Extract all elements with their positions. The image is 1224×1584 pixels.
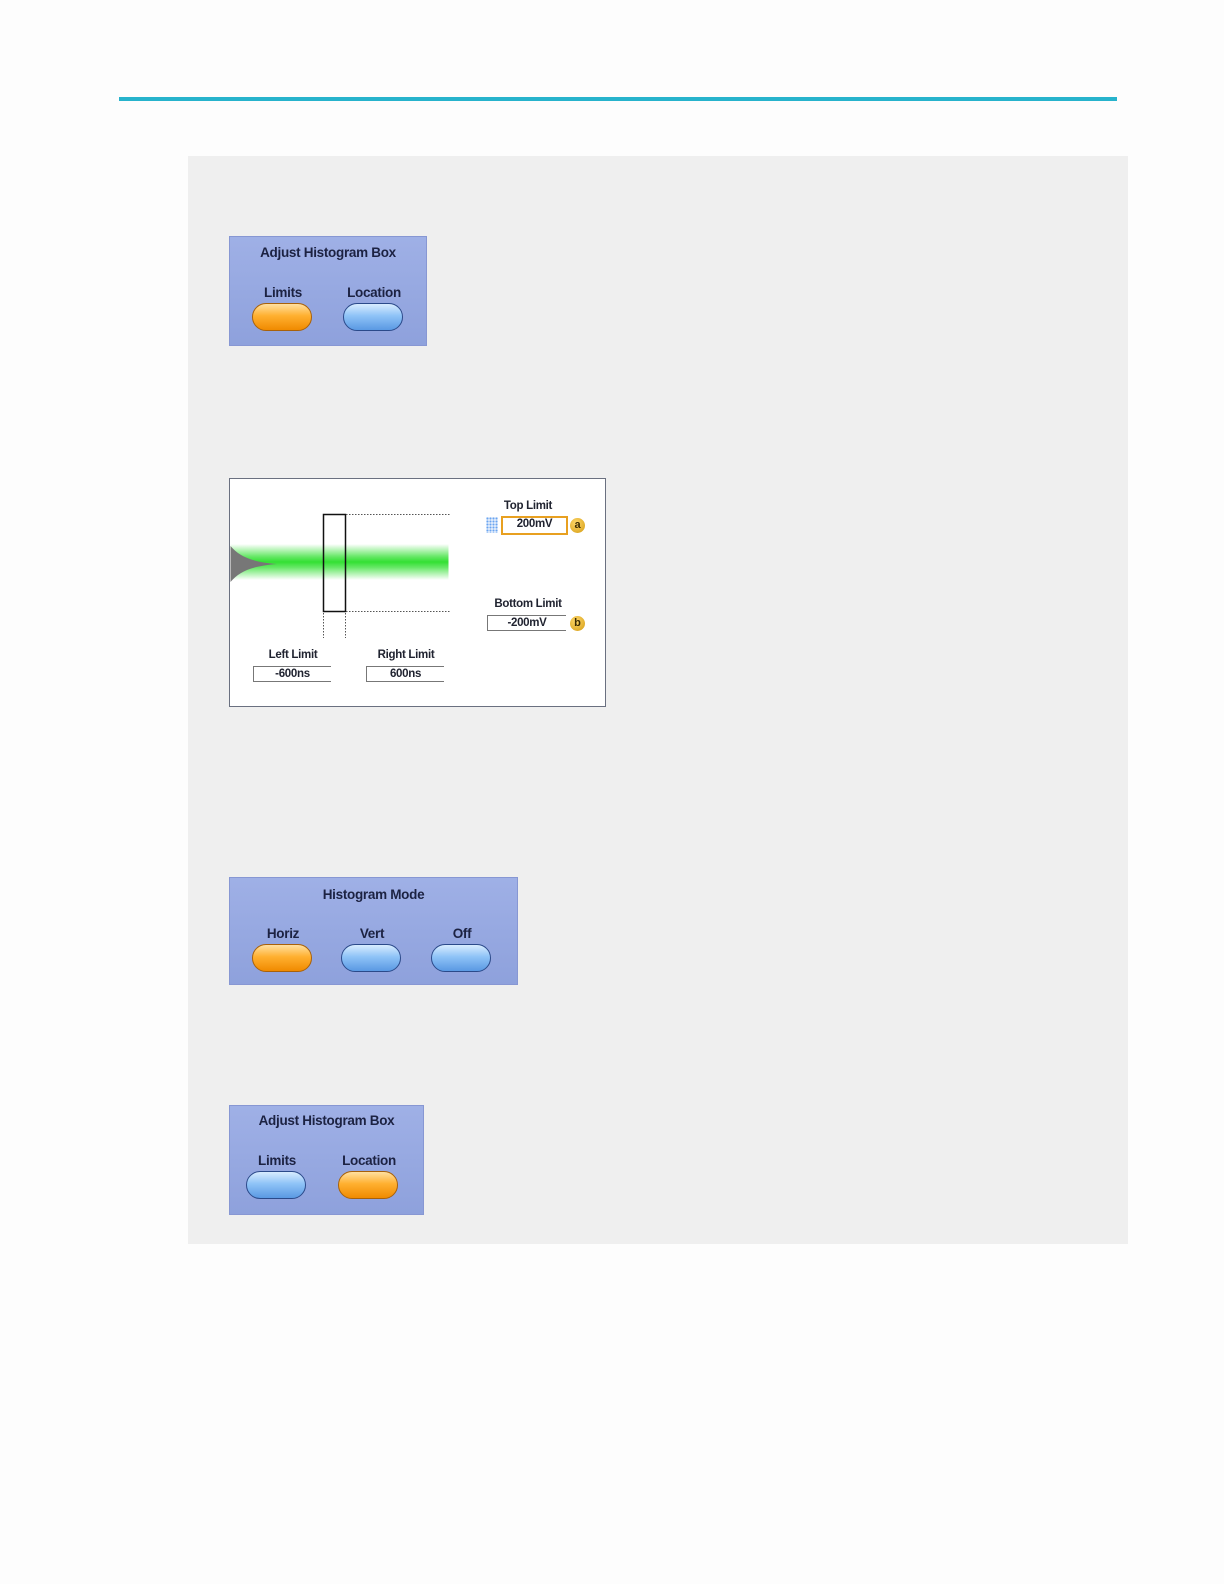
button-label: Vert <box>330 926 414 941</box>
adjust-histogram-box-menu: Adjust Histogram Box Limits Location <box>229 1105 424 1215</box>
header-rule <box>119 97 1117 101</box>
bottom-limit-label: Bottom Limit <box>482 598 574 610</box>
waveform-band <box>230 544 448 580</box>
button-label: Limits <box>241 285 325 300</box>
button-label: Limits <box>235 1153 319 1168</box>
button-pill[interactable] <box>338 1171 398 1199</box>
histogram-mode-menu: Histogram Mode Horiz Vert Off <box>229 877 518 985</box>
button-label: Off <box>420 926 504 941</box>
knob-b-icon: b <box>570 616 585 631</box>
button-label: Horiz <box>241 926 325 941</box>
menu-title: Histogram Mode <box>230 887 517 902</box>
button-label: Location <box>327 1153 411 1168</box>
left-limit-field[interactable]: -600ns <box>253 666 331 682</box>
menu-title: Adjust Histogram Box <box>230 1113 423 1128</box>
button-pill[interactable] <box>252 303 312 331</box>
bottom-limit-field[interactable]: -200mV <box>487 615 566 631</box>
multipurpose-knob-icon <box>486 517 498 533</box>
right-limit-label: Right Limit <box>367 649 445 661</box>
adjust-histogram-box-menu: Adjust Histogram Box Limits Location <box>229 236 427 346</box>
left-limit-label: Left Limit <box>254 649 332 661</box>
right-limit-field[interactable]: 600ns <box>366 666 444 682</box>
top-limit-field[interactable]: 200mV <box>501 516 568 535</box>
knob-a-icon: a <box>570 518 585 533</box>
histogram-limits-panel: Top Limit 200mV a Bottom Limit -200mV b … <box>229 478 606 707</box>
button-pill[interactable] <box>343 303 403 331</box>
menu-title: Adjust Histogram Box <box>230 245 426 260</box>
button-pill[interactable] <box>246 1171 306 1199</box>
button-label: Location <box>332 285 416 300</box>
button-pill[interactable] <box>431 944 491 972</box>
button-pill[interactable] <box>252 944 312 972</box>
button-pill[interactable] <box>341 944 401 972</box>
top-limit-label: Top Limit <box>496 500 560 512</box>
